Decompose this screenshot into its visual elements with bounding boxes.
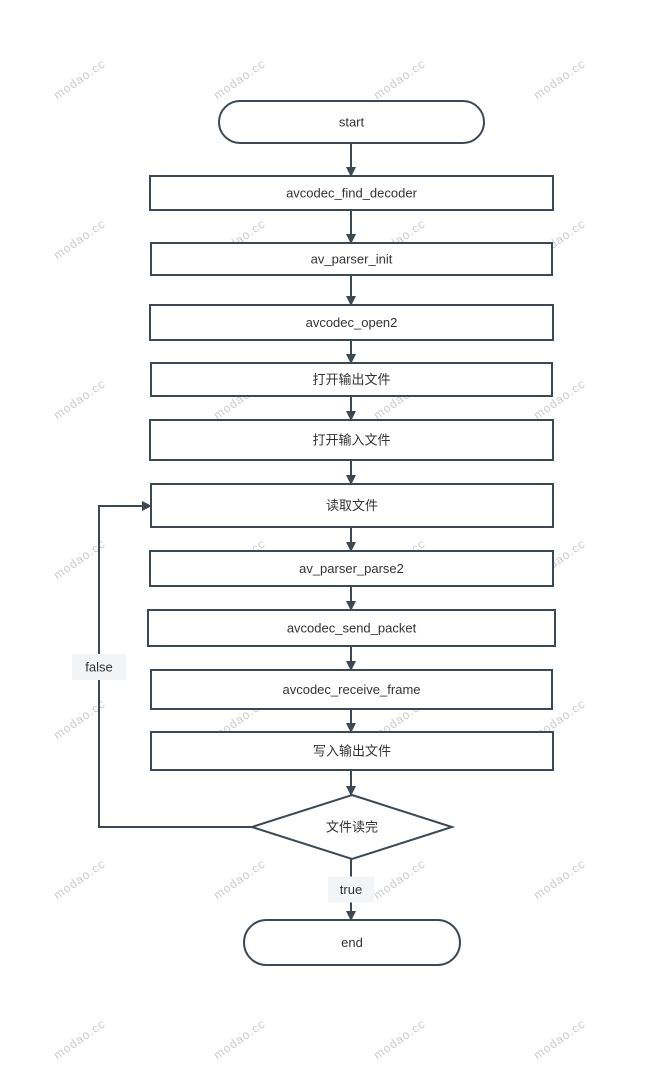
node-layer: start avcodec_find_decoder av_parser_inita… bbox=[147, 100, 556, 966]
process-box-shape bbox=[147, 609, 556, 647]
node-parser-init[interactable]: av_parser_init bbox=[150, 242, 553, 276]
process-box-shape bbox=[149, 419, 554, 461]
watermark-text: modao.cc bbox=[531, 56, 588, 102]
node-start[interactable]: start bbox=[218, 100, 485, 144]
edge-label-background bbox=[72, 654, 126, 680]
node-label: avcodec_find_decoder bbox=[286, 185, 417, 200]
process-box-shape bbox=[150, 731, 554, 771]
watermark-logo: modao.cc bbox=[211, 1016, 268, 1062]
watermark-text: modao.cc bbox=[51, 376, 108, 422]
process-box-shape bbox=[150, 483, 554, 528]
watermark-text: modao.cc bbox=[211, 56, 268, 102]
process-box-shape bbox=[149, 175, 554, 211]
watermark-logo: modao.cc bbox=[371, 856, 428, 902]
node-label: avcodec_receive_frame bbox=[282, 682, 420, 697]
node-label: 读取文件 bbox=[326, 498, 378, 513]
watermark-logo: modao.cc bbox=[51, 216, 108, 262]
decision-diamond-shape bbox=[248, 793, 456, 861]
watermark-logo: modao.cc bbox=[531, 56, 588, 102]
node-label: avcodec_open2 bbox=[306, 315, 398, 330]
node-label: end bbox=[341, 935, 363, 950]
watermark-logo: modao.cc bbox=[211, 56, 268, 102]
process-box-shape bbox=[149, 550, 554, 587]
node-label: 打开输出文件 bbox=[312, 372, 390, 387]
watermark-logo: modao.cc bbox=[211, 856, 268, 902]
edge-label-false: false bbox=[72, 654, 126, 680]
node-label: av_parser_init bbox=[311, 251, 393, 266]
node-read-file[interactable]: 读取文件 bbox=[150, 483, 554, 528]
process-box-shape bbox=[150, 669, 553, 710]
watermark-text: modao.cc bbox=[371, 56, 428, 102]
edge-label-layer: true false bbox=[72, 654, 374, 903]
watermark-text: modao.cc bbox=[51, 856, 108, 902]
watermark-text: modao.cc bbox=[51, 216, 108, 262]
watermark-logo: modao.cc bbox=[371, 56, 428, 102]
edge-label-true: true bbox=[328, 876, 374, 903]
terminal-shape bbox=[243, 919, 461, 966]
watermark-text: modao.cc bbox=[371, 856, 428, 902]
node-open-output[interactable]: 打开输出文件 bbox=[150, 362, 553, 397]
node-label: start bbox=[339, 114, 365, 129]
process-box-shape bbox=[150, 362, 553, 397]
watermark-text: modao.cc bbox=[211, 1016, 268, 1062]
node-label: avcodec_send_packet bbox=[287, 620, 417, 635]
watermark-text: modao.cc bbox=[371, 1016, 428, 1062]
watermark-logo: modao.cc bbox=[51, 56, 108, 102]
watermark-logo: modao.cc bbox=[51, 1016, 108, 1062]
node-write-output[interactable]: 写入输出文件 bbox=[150, 731, 554, 771]
terminal-shape bbox=[218, 100, 485, 144]
edge-label-background bbox=[328, 876, 374, 903]
node-label: 写入输出文件 bbox=[313, 743, 391, 758]
node-open-input[interactable]: 打开输入文件 bbox=[149, 419, 554, 461]
node-end[interactable]: end bbox=[243, 919, 461, 966]
node-open2[interactable]: avcodec_open2 bbox=[149, 304, 554, 341]
watermark-text: modao.cc bbox=[51, 1016, 108, 1062]
edge-label-text: true bbox=[340, 882, 362, 897]
watermark-text: modao.cc bbox=[51, 56, 108, 102]
watermark-logo: modao.cc bbox=[371, 1016, 428, 1062]
watermark-logo: modao.cc bbox=[531, 1016, 588, 1062]
node-label: av_parser_parse2 bbox=[299, 561, 404, 576]
watermark-logo: modao.cc bbox=[51, 856, 108, 902]
watermark-text: modao.cc bbox=[211, 856, 268, 902]
process-box-shape bbox=[149, 304, 554, 341]
node-send-packet[interactable]: avcodec_send_packet bbox=[147, 609, 556, 647]
node-file-read-done[interactable]: 文件读完 bbox=[248, 793, 456, 861]
edge-label-text: false bbox=[85, 659, 112, 674]
node-label: 文件读完 bbox=[326, 819, 378, 834]
node-find-decoder[interactable]: avcodec_find_decoder bbox=[149, 175, 554, 211]
node-parser-parse2[interactable]: av_parser_parse2 bbox=[149, 550, 554, 587]
watermark-text: modao.cc bbox=[531, 856, 588, 902]
node-receive-frame[interactable]: avcodec_receive_frame bbox=[150, 669, 553, 710]
watermark-logo: modao.cc bbox=[531, 856, 588, 902]
node-label: 打开输入文件 bbox=[312, 432, 390, 447]
watermark-text: modao.cc bbox=[531, 1016, 588, 1062]
watermark-logo: modao.cc bbox=[51, 376, 108, 422]
process-box-shape bbox=[150, 242, 553, 276]
